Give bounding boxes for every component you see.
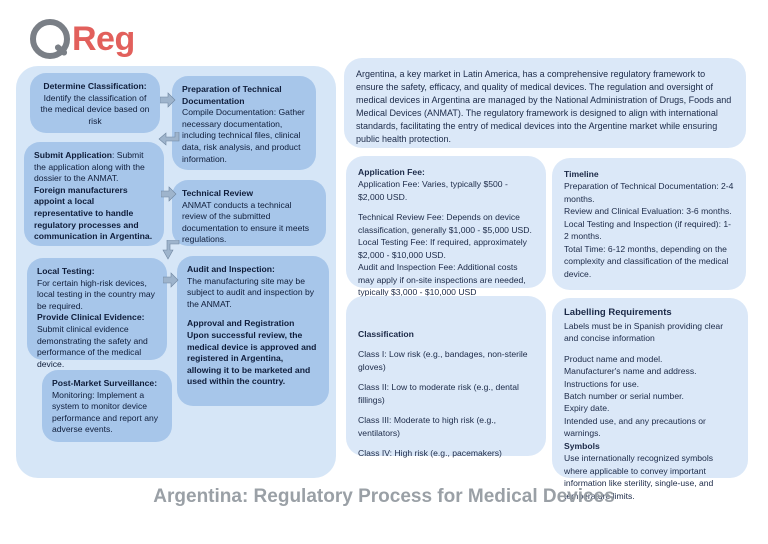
classification-title: Classification <box>358 329 414 339</box>
arrow-down-left-icon <box>162 240 180 260</box>
class-item: Class IV: High risk (e.g., pacemakers) <box>358 448 502 459</box>
class-item: Class I: Low risk (e.g., bandages, non-s… <box>358 349 528 372</box>
approval-emph: Upon successful review, the medical devi… <box>187 329 317 387</box>
timeline-item: Review and Clinical Evaluation: 3-6 mont… <box>564 206 732 217</box>
clinical-title: Provide Clinical Evidence: <box>37 312 145 323</box>
determine-title: Determine Classification: <box>43 81 147 91</box>
prep-body: Compile Documentation: Gather necessary … <box>182 107 305 164</box>
logo-text: Reg <box>72 19 135 58</box>
submit-application-box: Submit Application: Submit the applicati… <box>24 142 164 246</box>
post-market-box: Post-Market Surveillance: Monitoring: Im… <box>42 370 172 442</box>
intro-card: Argentina, a key market in Latin America… <box>344 58 746 148</box>
label-item: Instructions for use. <box>564 378 639 389</box>
q-logo-icon <box>30 19 70 59</box>
fees-title: Application Fee: <box>358 167 425 177</box>
technical-review-box: Technical Review ANMAT conducts a techni… <box>172 180 326 246</box>
arrow-right-1-icon <box>160 92 176 108</box>
label-item: Expiry date. <box>564 403 610 414</box>
class-item: Class III: Moderate to high risk (e.g., … <box>358 415 497 438</box>
label-item: Manufacturer's name and address. <box>564 366 697 377</box>
submit-emph: Foreign manufacturers appoint a local re… <box>34 184 153 242</box>
symbols-body: Use internationally recognized symbols w… <box>564 453 714 501</box>
determine-body: Identify the classification of the medic… <box>40 92 150 126</box>
timeline-title: Timeline <box>564 169 599 179</box>
local-body: For certain high-risk devices, local tes… <box>37 277 155 311</box>
post-title: Post-Market Surveillance: <box>52 378 158 388</box>
symbols-title: Symbols <box>564 440 600 451</box>
prep-title: Preparation of Technical Documentation <box>182 84 282 106</box>
approval-title: Approval and Registration <box>187 318 295 329</box>
timeline-item: Local Testing and Inspection (if require… <box>564 218 732 242</box>
arrow-left-icon <box>158 132 180 146</box>
labelling-title: Labelling Requirements <box>564 307 672 318</box>
labelling-card: Labelling Requirements Labels must be in… <box>552 298 748 501</box>
page-title: Argentina: Regulatory Process for Medica… <box>153 486 615 507</box>
submit-body: : Submit the application along with the … <box>34 150 145 184</box>
determine-classification-box: Determine Classification: Identify the c… <box>30 73 160 133</box>
fee-item: Application Fee: Varies, typically $500 … <box>358 179 508 202</box>
fee-item: Audit and Inspection Fee: Additional cos… <box>358 262 526 298</box>
fee-item: Local Testing Fee: If required, approxim… <box>358 237 527 260</box>
audit-body: The manufacturing site may be subject to… <box>187 275 315 309</box>
classification-card: Classification Class I: Low risk (e.g., … <box>346 296 546 459</box>
intro-text: Argentina, a key market in Latin America… <box>356 69 732 145</box>
label-item: Batch number or serial number. <box>564 391 684 402</box>
audit-approval-box: Audit and Inspection: The manufacturing … <box>177 256 329 406</box>
arrow-right-2-icon <box>161 186 177 202</box>
review-body: ANMAT conducts a technical review of the… <box>182 199 310 245</box>
audit-title: Audit and Inspection: <box>187 264 275 274</box>
clinical-body: Submit clinical evidence demonstrating t… <box>37 323 148 369</box>
class-item: Class II: Low to moderate risk (e.g., de… <box>358 382 519 405</box>
timeline-item: Total Time: 6-12 months, depending on th… <box>564 243 729 279</box>
arrow-right-3-icon <box>163 272 179 288</box>
label-item: Intended use, and any precautions or war… <box>564 415 706 439</box>
submit-title: Submit Application <box>34 150 112 160</box>
fees-card: Application Fee: Application Fee: Varies… <box>346 156 546 297</box>
timeline-item: Preparation of Technical Documentation: … <box>564 181 734 204</box>
qreg-logo: Reg <box>30 14 135 64</box>
post-body: Monitoring: Implement a system to monito… <box>52 389 159 435</box>
local-title: Local Testing: <box>37 266 95 276</box>
prep-documentation-box: Preparation of Technical Documentation C… <box>172 76 316 170</box>
timeline-card: Timeline Preparation of Technical Docume… <box>552 158 746 290</box>
review-title: Technical Review <box>182 188 254 198</box>
label-item: Product name and model. <box>564 353 663 364</box>
local-testing-box: Local Testing: For certain high-risk dev… <box>27 258 167 369</box>
labelling-intro: Labels must be in Spanish providing clea… <box>564 320 724 344</box>
fee-item: Technical Review Fee: Depends on device … <box>358 212 532 235</box>
